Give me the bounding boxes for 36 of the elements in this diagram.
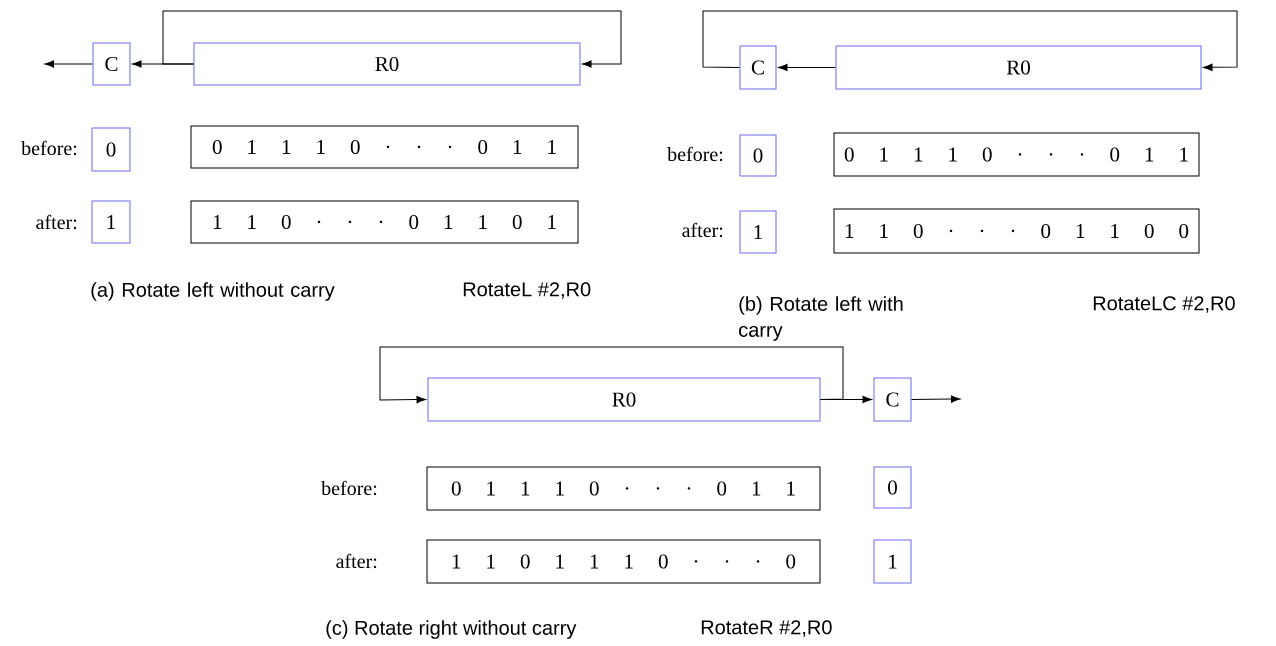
bit-register-box: 1 1 0 · · · 0 1 1 0 0 <box>833 208 1200 254</box>
row-label: after: <box>682 222 723 238</box>
carry-box: 1 <box>91 200 131 244</box>
carry-box: C <box>92 42 131 86</box>
caption: (a) Rotate left without carry <box>91 282 335 301</box>
bit-register-box: 0 1 1 1 0 · · · 0 1 1 <box>426 466 821 511</box>
arrow <box>778 63 836 72</box>
feedback-arrow <box>702 10 1238 71</box>
carry-box: C <box>873 377 912 422</box>
instruction-text: RotateR #2,R0 <box>701 620 832 637</box>
carry-box: 1 <box>873 539 912 584</box>
row-label: before: <box>321 480 377 496</box>
carry-box: C <box>739 45 777 90</box>
feedback-arrow <box>162 10 622 68</box>
carry-box: 0 <box>739 134 777 177</box>
arrow <box>911 395 961 403</box>
register-box: R0 <box>427 377 821 422</box>
carry-box: 1 <box>739 210 777 254</box>
arrow <box>44 60 93 68</box>
bit-register-box: 0 1 1 1 0 · · · 0 1 1 <box>833 132 1200 177</box>
feedback-arrow <box>379 346 844 404</box>
row-label: before: <box>667 146 723 162</box>
row-label: after: <box>36 214 77 230</box>
register-box: R0 <box>835 45 1202 90</box>
row-label: after: <box>336 553 377 569</box>
caption: (b) Rotate left with carry <box>739 296 903 341</box>
carry-box: 0 <box>873 466 912 509</box>
instruction-text: RotateL #2,R0 <box>463 282 591 299</box>
register-box: R0 <box>193 42 581 86</box>
instruction-text: RotateLC #2,R0 <box>1093 296 1235 313</box>
caption: (c) Rotate right without carry <box>326 620 577 639</box>
bit-register-box: 1 1 0 1 1 1 0 · · · 0 <box>426 539 821 584</box>
bit-register-box: 1 1 0 · · · 0 1 1 0 1 <box>190 200 579 244</box>
row-label: before: <box>21 140 77 156</box>
carry-box: 0 <box>91 127 131 172</box>
bit-register-box: 0 1 1 1 0 · · · 0 1 1 <box>190 125 579 169</box>
